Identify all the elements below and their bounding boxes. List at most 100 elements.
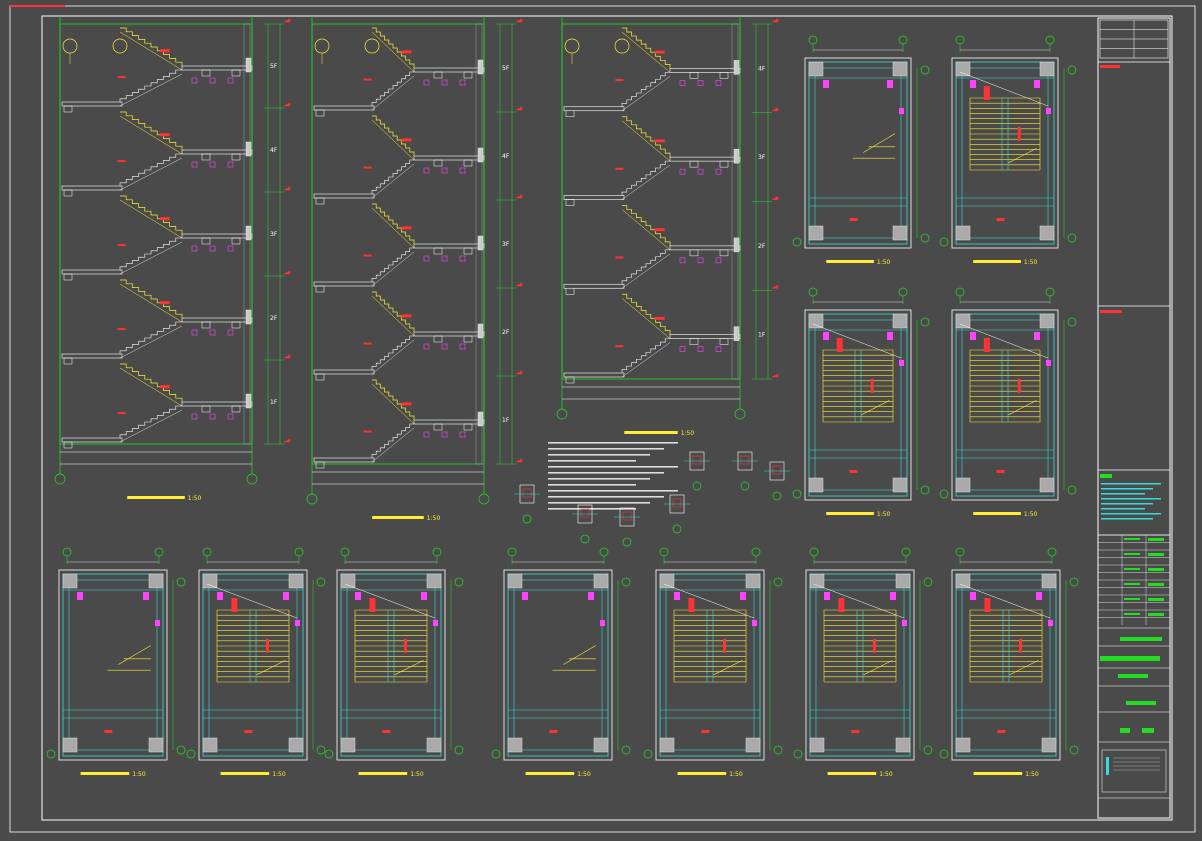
stair-flight-upper [372, 291, 415, 332]
beam-section [689, 160, 699, 168]
rebar-mark [355, 592, 361, 600]
detail-rebar [772, 465, 782, 475]
stair-flight-upper [372, 379, 415, 420]
beam-section [315, 109, 325, 117]
detail-rebar [672, 498, 682, 508]
red-annotation [997, 730, 1006, 733]
red-annotation [996, 218, 1005, 221]
red-annotation [265, 638, 269, 653]
rebar-mark [143, 592, 149, 600]
landing-slab [563, 372, 625, 378]
beam-section [719, 160, 729, 168]
wall-inner [68, 579, 158, 751]
level-marker [515, 458, 523, 463]
grid-bubble [316, 745, 326, 755]
mid-landing-slab [669, 245, 741, 251]
grid-bubble [1067, 233, 1077, 243]
flight-soffit [621, 164, 671, 200]
level-marker [283, 438, 291, 443]
wall-outline [507, 573, 609, 757]
column [892, 313, 908, 329]
stair-flight-lower [371, 423, 414, 458]
beam-section [719, 338, 729, 345]
plan-boundary [951, 569, 1061, 761]
rebar-tag [423, 167, 430, 174]
column [955, 573, 971, 589]
grid-bubble [792, 489, 802, 499]
plan-boundary [58, 569, 168, 761]
column [745, 573, 761, 589]
plan-title-bar [826, 512, 874, 515]
wall-outline [955, 573, 1057, 757]
landing-slab [61, 437, 123, 443]
scale-label: 1:50 [272, 771, 286, 778]
scale-label: 1:50 [132, 771, 146, 778]
floor-label: 4F [758, 65, 766, 72]
rebar-mark [970, 592, 976, 600]
grid-bubble [46, 749, 56, 759]
red-annotation [1018, 638, 1022, 653]
red-annotation [849, 470, 858, 473]
grid-bubble [176, 577, 186, 587]
section-title-bar [372, 516, 424, 519]
plan-title-bar [973, 260, 1021, 263]
stair-flight-lower [621, 72, 670, 107]
red-annotation [654, 50, 665, 54]
section-title-bar [127, 496, 185, 499]
stair-flight-lower [119, 69, 182, 102]
signature-mark [1148, 613, 1164, 616]
flight-soffit [621, 120, 671, 162]
cut-line [663, 583, 755, 619]
beam-section [231, 237, 241, 245]
column [745, 737, 761, 753]
wall-outline [659, 573, 761, 757]
grid-bubble [1045, 35, 1055, 45]
cut-line [206, 583, 298, 619]
flight-soffit [371, 295, 415, 337]
column [808, 225, 824, 241]
wall-outline [955, 313, 1055, 497]
mid-landing-slab [181, 65, 253, 71]
wall-inner [513, 579, 603, 751]
column [593, 573, 609, 589]
stamp-bar [1142, 728, 1154, 733]
mid-landing-slab [413, 67, 485, 73]
column [955, 225, 971, 241]
rebar-mark [887, 80, 893, 88]
column [808, 313, 824, 329]
stair-plan: 1:50 [792, 287, 930, 518]
grid-bubble [792, 237, 802, 247]
mid-landing-slab [669, 334, 741, 339]
red-annotation [159, 385, 170, 389]
grid-bubble [751, 547, 761, 557]
rebar-mark [970, 332, 976, 340]
name-mark [1124, 553, 1140, 555]
rebar-tag [715, 257, 722, 264]
landing-slab [313, 369, 375, 375]
column-stub [477, 147, 484, 163]
note-line [548, 454, 650, 456]
drawing-number-bar [1118, 674, 1148, 678]
flight-soffit [119, 73, 183, 107]
column [288, 573, 304, 589]
plan-boundary [951, 57, 1059, 249]
grid-bubble [793, 749, 803, 759]
flight-soffit [371, 383, 415, 425]
column [62, 737, 78, 753]
direction-arrow [713, 660, 743, 676]
beam-section [315, 197, 325, 205]
wall-line [475, 23, 483, 465]
level-marker [515, 106, 523, 111]
beam-section [231, 69, 241, 77]
column [507, 573, 523, 589]
note-line [548, 478, 650, 480]
rebar-tag [697, 168, 704, 175]
rebar-tag [679, 168, 686, 175]
direction-arrow [863, 133, 896, 153]
column [202, 737, 218, 753]
column-stub [733, 326, 740, 341]
red-annotation [722, 638, 726, 653]
grid-bubble [898, 35, 908, 45]
grid-bubble [955, 287, 965, 297]
rebar-tag [423, 79, 430, 86]
